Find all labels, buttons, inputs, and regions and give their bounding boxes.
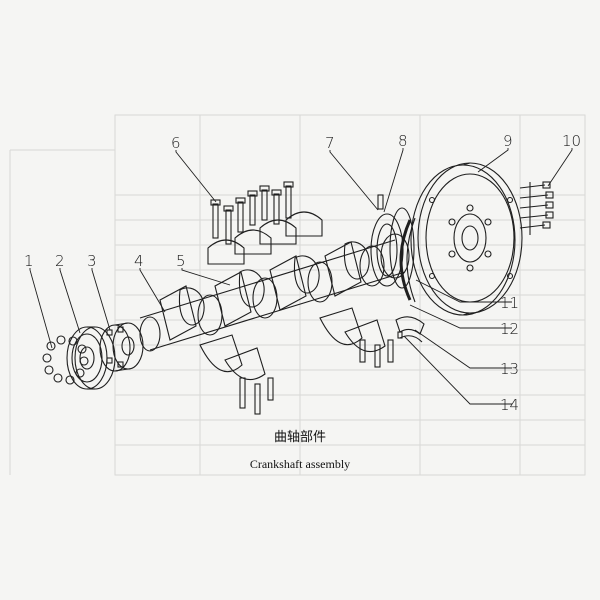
- callout-5: 5: [176, 252, 186, 270]
- callout-8: 8: [398, 132, 408, 150]
- part-6-main-bolts: [210, 181, 294, 245]
- part-8-thrust-washer: [377, 194, 415, 289]
- caption-english: Crankshaft assembly: [249, 457, 351, 471]
- callout-12: 12: [500, 320, 519, 338]
- callout-7: 7: [325, 134, 335, 152]
- background-table-ghost: [9, 114, 586, 476]
- part-10-flywheel-bolts: [519, 181, 554, 235]
- part-3-front-hub: [99, 322, 144, 372]
- part-14-thrust-half: [397, 331, 403, 339]
- part-9-flywheel: [410, 162, 523, 316]
- part-1-bolt-ring: [42, 335, 89, 385]
- callout-6: 6: [171, 134, 181, 152]
- part-13-bearing-half: [399, 335, 423, 343]
- callout-4: 4: [134, 252, 144, 270]
- callout-10: 10: [562, 132, 581, 150]
- callout-9: 9: [503, 132, 513, 150]
- callout-labels: 1 2 3 4 5 6 7 8 9 10 11 12 13 14: [24, 132, 581, 414]
- callout-13: 13: [500, 360, 519, 378]
- leader-lines: [29, 148, 573, 405]
- callout-3: 3: [87, 252, 97, 270]
- caption-chinese: 曲轴部件: [273, 430, 326, 445]
- lower-connecting-rods: [199, 307, 394, 415]
- part-7-seal-housing: [370, 213, 404, 287]
- part-4-crankshaft: [139, 233, 410, 352]
- callout-14: 14: [500, 396, 519, 414]
- callout-1: 1: [24, 252, 34, 270]
- callout-11: 11: [500, 294, 519, 312]
- callout-2: 2: [55, 252, 65, 270]
